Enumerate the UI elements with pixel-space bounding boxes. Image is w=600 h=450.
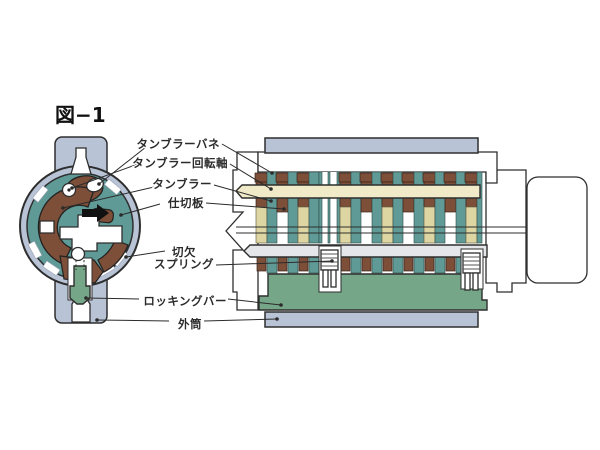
housing-top-bar bbox=[264, 137, 479, 154]
rotation-arrow-icon bbox=[82, 204, 109, 222]
leader-lines bbox=[61, 143, 334, 322]
rear-neck bbox=[485, 169, 527, 293]
label-spring: スプリング bbox=[154, 257, 214, 271]
lock-front-section bbox=[19, 136, 141, 324]
tumbler-front-lower bbox=[97, 239, 129, 273]
rear-cap bbox=[526, 176, 588, 284]
locking-bar-springs bbox=[318, 245, 484, 293]
keyway bbox=[59, 214, 123, 252]
label-tumbler: タンブラー bbox=[152, 177, 212, 191]
front-flange bbox=[225, 151, 259, 311]
label-tumbler-spring: タンブラーバネ bbox=[136, 137, 220, 151]
label-tumbler-shaft: タンブラー回転軸 bbox=[132, 156, 228, 170]
center-pin bbox=[70, 246, 86, 262]
plate-top-slot bbox=[70, 147, 92, 175]
label-locking-bar: ロッキングバー bbox=[143, 294, 227, 308]
figure-title: 図−1 bbox=[55, 103, 106, 127]
lock-side-section bbox=[225, 137, 588, 328]
label-partition-plate: 仕切板 bbox=[167, 196, 204, 210]
locking-bar-front bbox=[69, 265, 91, 305]
keyway-left-tab bbox=[39, 220, 55, 234]
label-notch: 切欠 bbox=[172, 245, 196, 259]
tumbler-shaft-rod bbox=[235, 184, 481, 199]
locking-bar-side bbox=[258, 273, 488, 311]
outer-cylinder-bottom bbox=[264, 311, 479, 328]
housing-band bbox=[257, 151, 498, 184]
label-outer-cylinder: 外筒 bbox=[177, 317, 202, 331]
lower-rod bbox=[243, 244, 488, 258]
